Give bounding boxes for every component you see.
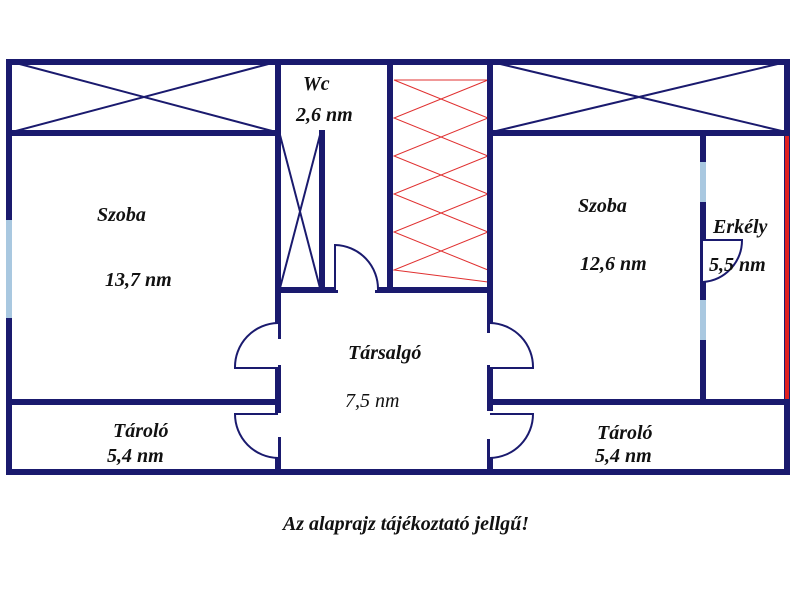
closed-area-shaft <box>279 134 321 289</box>
wc-area: 2,6 nm <box>295 104 353 126</box>
right-storage-label: Tároló <box>597 422 653 444</box>
right-room-area: 12,6 nm <box>580 253 647 275</box>
balcony-area: 5,5 nm <box>709 254 766 276</box>
door-left-storage <box>233 413 279 459</box>
interior-walls <box>6 59 790 475</box>
closed-area-top-left <box>11 61 277 133</box>
closed-area-top-right <box>491 61 787 133</box>
door-left-room <box>233 322 279 369</box>
door-right-room <box>489 322 535 369</box>
balcony-label: Erkély <box>712 216 768 238</box>
wc-label: Wc <box>303 73 330 95</box>
right-storage-area: 5,4 nm <box>595 445 652 467</box>
left-storage-area: 5,4 nm <box>107 445 164 467</box>
door-right-storage <box>489 413 535 459</box>
staircase-zigzag <box>392 79 490 283</box>
left-storage-label: Tároló <box>113 420 169 442</box>
door-wc <box>334 243 380 291</box>
staircase-zigzag-upper <box>392 79 490 271</box>
door-balcony <box>702 239 744 283</box>
right-room-label: Szoba <box>578 195 627 217</box>
left-room-label: Szoba <box>97 204 146 226</box>
left-room-area: 13,7 nm <box>105 269 172 291</box>
lounge-label: Társalgó <box>348 342 421 364</box>
lounge-area: 7,5 nm <box>345 390 399 412</box>
disclaimer-note: Az alaprajz tájékoztató jellgű! <box>281 513 529 535</box>
